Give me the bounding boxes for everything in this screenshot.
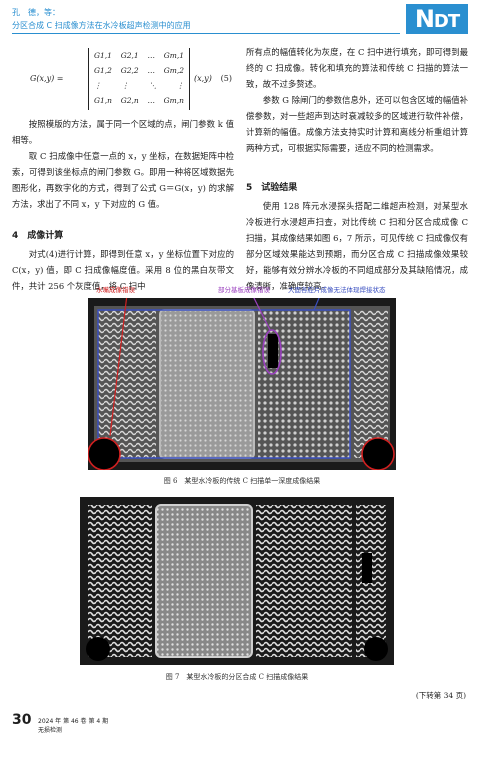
paragraph: 使用 128 阵元水浸探头搭配二维超声检测，对某型水冷板进行水浸超声扫查，对比传… xyxy=(246,201,468,291)
matrix-cell: Gm,n xyxy=(163,96,184,105)
left-column-cont: 对式(4)进行计算，即得到任意 x，y 坐标位置下对应的 C(x，y) 值，即 … xyxy=(12,246,234,294)
matrix-cell: ⋮ xyxy=(94,81,102,90)
journal-logo: NDT xyxy=(406,4,468,34)
equation-number: (5) xyxy=(220,74,232,83)
header-title: 分区合成 C 扫成像方法在水冷板超声检测中的应用 xyxy=(12,21,191,30)
paragraph: 按照模版的方法，属于同一个区域的点，闸门参数 k 值相等。 xyxy=(12,119,234,145)
matrix-cell: Gm,1 xyxy=(163,51,184,60)
figure6-caption: 图 6 某型水冷板的传统 C 扫描单一深度成像结果 xyxy=(163,477,321,485)
figure6-cscan-image xyxy=(87,285,396,471)
matrix-cell: G1,1 xyxy=(94,51,112,60)
paragraph: 对式(4)进行计算，即得到任意 x，y 坐标位置下对应的 C(x，y) 值，即 … xyxy=(12,249,234,291)
matrix-cell: … xyxy=(147,51,155,60)
figure6-annotation-cavity: 大面各腔片成像无法体现焊接状态 xyxy=(288,286,386,294)
running-header: 孔 德，等： 分区合成 C 扫成像方法在水冷板超声检测中的应用 NDT xyxy=(0,0,480,40)
paragraph: 参数 G 除闸门的参数信息外，还可以包含区域的幅值补偿参数，对一些超声到达时衰减… xyxy=(246,95,468,153)
journal-name: 无损检测 xyxy=(38,727,63,734)
continued-note: (下转第 34 页) xyxy=(415,691,466,700)
logo-dt: DT xyxy=(433,11,460,32)
page-number: 30 xyxy=(12,712,32,728)
matrix-row: G1,1 G2,1 … Gm,1 xyxy=(89,48,189,63)
figure7-cscan-graphic xyxy=(80,497,394,665)
matrix-cell: ⋮ xyxy=(121,81,130,90)
figure6-annotation-baseplate: 部分基板成像错误 xyxy=(218,286,270,294)
matrix: G1,1 G2,1 … Gm,1 G1,2 G2,2 … Gm,2 ⋮ ⋮ ⋱ ⋮ G1,n G2,… xyxy=(88,48,190,110)
equation-rhs: (x,y) xyxy=(194,74,212,83)
matrix-cell: G2,1 xyxy=(120,51,139,60)
paragraph: 取 C 扫成像中任意一点的 x，y 坐标，在数据矩阵中检索，可得到该坐标点的闸门… xyxy=(12,151,234,209)
section-heading-4: 4 成像计算 xyxy=(12,231,64,241)
logo-n: N xyxy=(414,5,435,33)
matrix-cell: … xyxy=(147,96,155,105)
matrix-cell: Gm,2 xyxy=(163,66,184,75)
matrix-cell: ⋮ xyxy=(176,81,185,90)
matrix-row: G1,n G2,n … Gm,n xyxy=(89,93,189,108)
matrix-cell: … xyxy=(147,66,155,75)
matrix-cell: ⋱ xyxy=(149,81,157,90)
matrix-cell: G1,2 xyxy=(94,66,112,75)
paragraph: 所有点的幅值转化为灰度，在 C 扫中进行填充，即可得到最终的 C 扫成像。转化和… xyxy=(246,47,468,89)
matrix-cell: G1,n xyxy=(94,96,112,105)
matrix-row: ⋮ ⋮ ⋱ ⋮ xyxy=(89,78,189,93)
right-column-cont: 使用 128 阵元水浸探头搭配二维超声检测，对某型水冷板进行水浸超声扫查，对比传… xyxy=(246,198,468,294)
matrix-cell: G2,n xyxy=(120,96,139,105)
figure7-cscan-image xyxy=(80,497,394,665)
right-column: 所有点的幅值转化为灰度，在 C 扫中进行填充，即可得到最终的 C 扫成像。转化和… xyxy=(246,44,468,156)
header-authors: 孔 德，等： xyxy=(12,8,60,17)
header-rule xyxy=(12,33,400,34)
matrix-equation: G(x,y) = G1,1 G2,1 … Gm,1 G1,2 G2,2 … Gm,2 ⋮ ⋮ ⋱… xyxy=(12,44,234,114)
figure6-cscan-graphic xyxy=(87,285,396,471)
section-heading-5: 5 试验结果 xyxy=(246,183,298,193)
journal-issue: 2024 年 第 46 卷 第 4 期 xyxy=(38,718,109,725)
journal-info: 2024 年 第 46 卷 第 4 期 无损检测 xyxy=(38,717,108,735)
matrix-row: G1,2 G2,2 … Gm,2 xyxy=(89,63,189,78)
left-column: 按照模版的方法，属于同一个区域的点，闸门参数 k 值相等。 取 C 扫成像中任意… xyxy=(12,116,234,212)
equation-lhs: G(x,y) = xyxy=(30,74,64,83)
figure7-caption: 图 7 某型水冷板的分区合成 C 扫描成像结果 xyxy=(165,673,309,681)
matrix-cell: G2,2 xyxy=(120,66,139,75)
figure6-annotation-nozzle: 水嘴成像错误 xyxy=(96,286,135,294)
